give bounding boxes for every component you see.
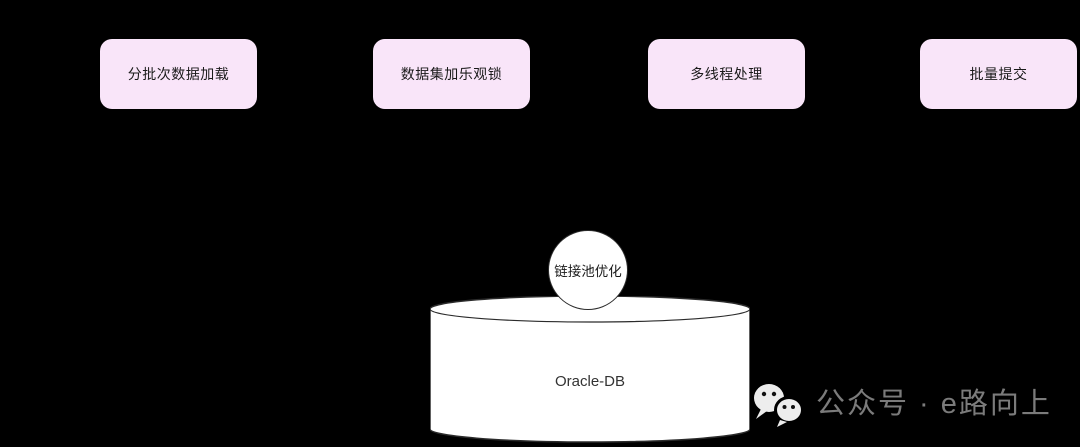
node-label: 链接池优化 <box>554 264 622 279</box>
database-label: Oracle-DB <box>554 373 625 390</box>
node-label: 分批次数据加载 <box>127 66 230 82</box>
node-connection-pool: 链接池优化 <box>548 230 628 310</box>
node-label: 批量提交 <box>969 66 1028 82</box>
cylinder-front-rim <box>430 308 750 323</box>
node-batch-commit: 批量提交 <box>920 39 1077 109</box>
wechat-icon <box>754 384 804 427</box>
node-batch-data-load: 分批次数据加载 <box>100 39 257 109</box>
node-label: 多线程处理 <box>690 66 763 82</box>
node-multithread: 多线程处理 <box>648 39 805 109</box>
wechat-watermark: 公众号 · e路向上 <box>752 380 1052 428</box>
cylinder-shape <box>430 296 750 443</box>
database-cylinder <box>430 296 750 443</box>
node-label: 数据集加乐观锁 <box>400 66 503 82</box>
watermark-text: 公众号 · e路向上 <box>816 388 1052 420</box>
node-optimistic-lock: 数据集加乐观锁 <box>373 39 530 109</box>
